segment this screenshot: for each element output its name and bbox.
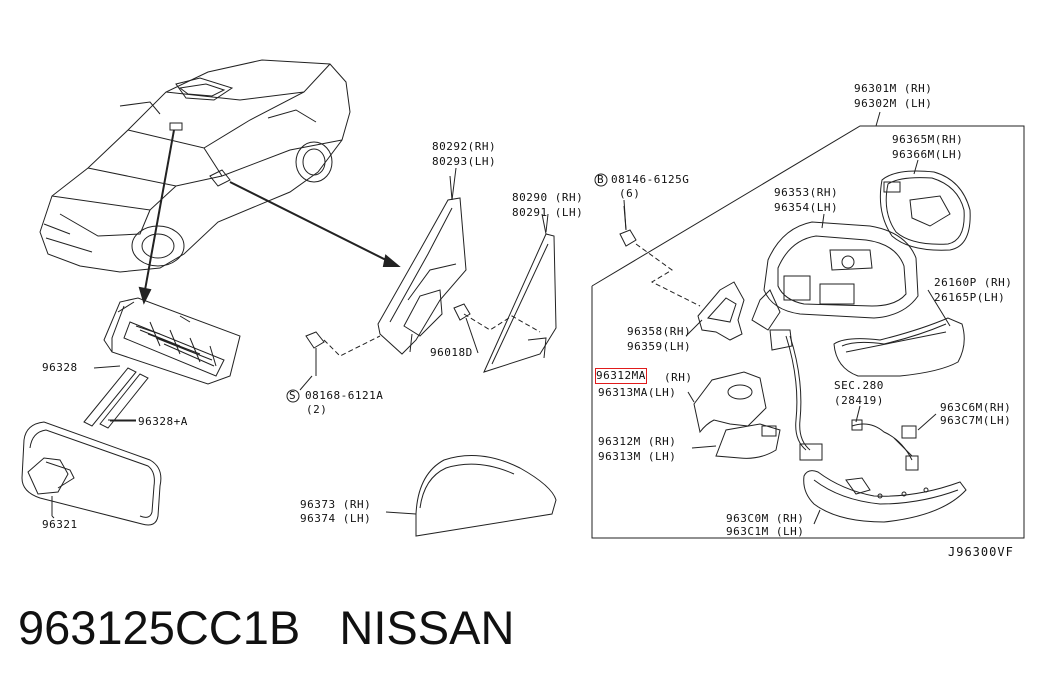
- label-96301m: 96301M (RH): [854, 82, 933, 95]
- bolt-b-symbol: B: [597, 173, 605, 186]
- label-963c0m: 963C0M (RH): [726, 512, 805, 525]
- label-96312ma-side: (RH): [664, 371, 693, 384]
- mirror-glass: [879, 170, 971, 251]
- label-80293: 80293(LH): [432, 155, 497, 168]
- mirror-cover: [385, 455, 557, 537]
- label-26160p: 26160P (RH): [934, 276, 1013, 289]
- fastener-leaders: [323, 243, 701, 357]
- leader-lines: [51, 159, 951, 525]
- corner-finisher-inner: [377, 175, 467, 355]
- corner-finisher-outer: [483, 213, 557, 373]
- label-96313m: 96313M (LH): [598, 450, 677, 463]
- wire-harness: [785, 335, 823, 461]
- turn-signal-lamp: [833, 317, 965, 377]
- part-number: 963125CC1B: [18, 601, 301, 654]
- assembly-frame: [591, 111, 1025, 539]
- label-96328a: 96328+A: [138, 415, 188, 428]
- label-96365m: 96365M(RH): [892, 133, 964, 146]
- mirror-lower-cover: [803, 470, 967, 523]
- diagram-code: J96300VF: [948, 545, 1014, 559]
- label-08168-qty: (2): [306, 403, 328, 416]
- label-96359: 96359(LH): [627, 340, 692, 353]
- footer-caption: 963125CC1B NISSAN: [18, 600, 514, 655]
- label-08168: 08168-6121A: [305, 389, 384, 402]
- label-96321: 96321: [42, 518, 78, 531]
- label-96312m: 96312M (RH): [598, 435, 677, 448]
- label-96328: 96328: [42, 361, 78, 374]
- label-26165p: 26165P(LH): [934, 291, 1006, 304]
- label-80290: 80290 (RH): [512, 191, 584, 204]
- label-963c6m: 963C6M(RH): [940, 401, 1012, 414]
- label-08146: 08146-6125G: [611, 173, 690, 186]
- mirror-bracket: [697, 281, 745, 341]
- label-96302m: 96302M (LH): [854, 97, 933, 110]
- label-96374: 96374 (LH): [300, 512, 372, 525]
- brand-name: NISSAN: [339, 601, 515, 654]
- label-96353: 96353(RH): [774, 186, 839, 199]
- label-963c1m: 963C1M (LH): [726, 525, 805, 538]
- inside-rear-view-mirror: [21, 421, 162, 526]
- mirror-actuator-housing: [751, 221, 919, 351]
- console-brackets: [83, 367, 149, 429]
- label-sec280: SEC.280: [834, 379, 884, 392]
- label-08146-qty: (6): [619, 187, 641, 200]
- label-96354: 96354(LH): [774, 201, 839, 214]
- label-96358: 96358(RH): [627, 325, 692, 338]
- label-96373: 96373 (RH): [300, 498, 372, 511]
- label-963c7m: 963C7M(LH): [940, 414, 1012, 427]
- label-sec280-ref: (28419): [834, 394, 884, 407]
- bolt-callouts: [286, 173, 608, 403]
- label-96313ma: 96313MA(LH): [598, 386, 677, 399]
- label-96312ma-highlighted[interactable]: 96312MA: [595, 368, 647, 384]
- label-80292: 80292(RH): [432, 140, 497, 153]
- base-cover-upper: [693, 371, 767, 434]
- connector-harness: [851, 419, 919, 471]
- base-cover-lower: [715, 423, 781, 459]
- car-illustration: [39, 59, 351, 273]
- bolt-s-symbol: S: [289, 389, 297, 402]
- label-96018d: 96018D: [430, 346, 473, 359]
- overhead-console: [103, 297, 241, 385]
- label-80291: 80291 (LH): [512, 206, 584, 219]
- label-96366m: 96366M(LH): [892, 148, 964, 161]
- callout-arrows: [138, 129, 401, 305]
